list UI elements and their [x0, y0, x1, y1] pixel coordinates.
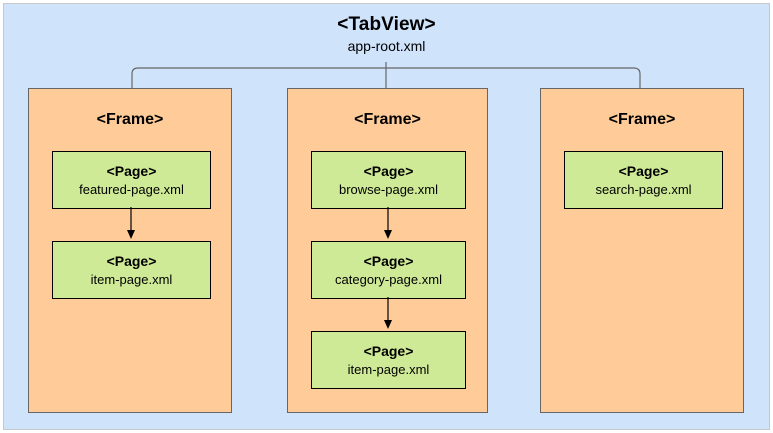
page-node-2-0[interactable]: <Page> search-page.xml [564, 151, 723, 209]
page-tag: <Page> [363, 342, 414, 359]
page-file: item-page.xml [90, 271, 173, 287]
page-node-0-0[interactable]: <Page> featured-page.xml [52, 151, 211, 209]
frame-title-2: <Frame> [608, 111, 676, 128]
arrow-0-0-to-0-1 [127, 207, 135, 239]
page-node-1-0[interactable]: <Page> browse-page.xml [311, 151, 466, 209]
page-file: browse-page.xml [339, 181, 438, 197]
arrow-head [384, 230, 392, 239]
page-node-1-1[interactable]: <Page> category-page.xml [311, 241, 466, 299]
page-tag: <Page> [618, 162, 669, 179]
tree-connector [131, 62, 641, 88]
page-tag: <Page> [106, 162, 157, 179]
page-tag: <Page> [106, 252, 157, 269]
page-tag: <Page> [363, 252, 414, 269]
arrow-head [384, 320, 392, 329]
frame-node-1[interactable]: <Frame> <Page> browse-page.xml <Page> ca… [287, 88, 488, 413]
page-node-0-1[interactable]: <Page> item-page.xml [52, 241, 211, 299]
page-file: search-page.xml [595, 181, 692, 197]
page-file: category-page.xml [335, 271, 442, 287]
arrow-1-0-to-1-1 [384, 207, 392, 239]
arrow-head [127, 230, 135, 239]
page-file: item-page.xml [347, 361, 430, 377]
frame-node-2[interactable]: <Frame> <Page> search-page.xml [540, 88, 744, 413]
frame-title-1: <Frame> [354, 111, 421, 128]
frame-node-0[interactable]: <Frame> <Page> featured-page.xml <Page> … [28, 88, 232, 413]
arrow-1-1-to-1-2 [384, 297, 392, 329]
page-file: featured-page.xml [79, 181, 184, 197]
frame-title-0: <Frame> [96, 111, 164, 128]
page-node-1-2[interactable]: <Page> item-page.xml [311, 331, 466, 389]
page-tag: <Page> [363, 162, 414, 179]
